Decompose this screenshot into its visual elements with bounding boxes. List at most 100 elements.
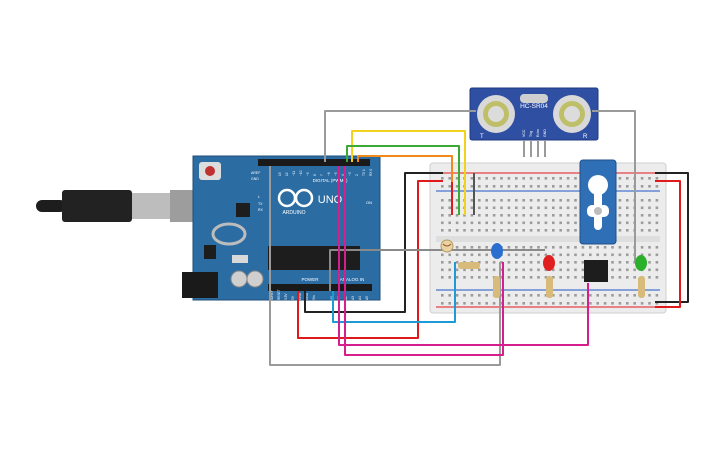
breadboard-hole (611, 268, 614, 272)
breadboard-hole (559, 221, 562, 225)
breadboard-hole (470, 253, 474, 257)
analog-pin-label-4: A4 (358, 296, 362, 300)
breadboard-hole (544, 246, 548, 249)
breadboard-hole (522, 294, 525, 297)
breadboard-hole (448, 253, 451, 257)
led-blue (491, 243, 503, 259)
breadboard-hole (559, 246, 562, 249)
breadboard-hole (500, 221, 503, 225)
breadboard-hole (544, 185, 548, 188)
breadboard-hole (648, 229, 651, 232)
breadboard-hole (441, 229, 444, 232)
breadboard-hole (448, 185, 451, 188)
digital-pin-label-13: RX 0 (369, 169, 373, 176)
breadboard-hole (522, 261, 525, 264)
breadboard-hole (515, 221, 518, 225)
breadboard-hole (441, 185, 444, 188)
breadboard-hole (648, 294, 651, 297)
breadboard-hole (441, 268, 444, 272)
breadboard-hole (544, 302, 548, 305)
wire-black-right (655, 172, 689, 303)
breadboard-hole (552, 276, 555, 279)
breadboard-hole (618, 253, 622, 257)
breadboard-hole (566, 229, 570, 232)
breadboard-hole (455, 276, 459, 279)
breadboard-hole (655, 253, 659, 257)
breadboard-hole (441, 294, 444, 297)
breadboard-hole (529, 276, 533, 279)
breadboard-hole (500, 177, 503, 180)
breadboard-hole (455, 246, 459, 249)
breadboard-hole (478, 246, 481, 249)
breadboard-hole (485, 261, 488, 264)
breadboard-hole (537, 253, 540, 257)
breadboard-hole (515, 177, 518, 180)
breadboard-hole (648, 246, 651, 249)
breadboard-hole (633, 294, 636, 297)
breadboard-hole (566, 214, 570, 217)
breadboard-hole (470, 177, 474, 180)
digital-pin-label-12: TX 1 (362, 169, 366, 176)
breadboard-hole (507, 206, 511, 210)
breadboard-hole (655, 185, 659, 188)
breadboard-hole (552, 246, 555, 249)
breadboard-hole (515, 185, 518, 188)
breadboard-hole (626, 294, 629, 297)
breadboard-hole (640, 206, 644, 210)
breadboard-hole (470, 294, 474, 297)
breadboard-hole (574, 253, 577, 257)
wires (269, 110, 689, 366)
breadboard-hole (618, 294, 622, 297)
breadboard-hole (515, 302, 518, 305)
breadboard-hole (507, 221, 511, 225)
breadboard-hole (485, 246, 488, 249)
breadboard-hole (611, 302, 614, 305)
breadboard-hole (581, 253, 585, 257)
tx-label: TX (258, 202, 263, 206)
breadboard-hole (640, 302, 644, 305)
resistor-1 (458, 262, 480, 269)
digital-pin-label-4: ~9 (306, 172, 310, 176)
breadboard-hole (655, 246, 659, 249)
digital-pin-label-1: 12 (285, 172, 289, 176)
breadboard-hole (441, 221, 444, 225)
breadboard-hole (515, 261, 518, 264)
digital-pin-label-6: 7 (320, 174, 324, 176)
breadboard-hole (470, 302, 474, 305)
resistor-3 (546, 276, 553, 298)
power-pin-label-5: GND (305, 292, 309, 300)
breadboard-hole (448, 268, 451, 272)
breadboard-hole (574, 268, 577, 272)
breadboard-hole (559, 199, 562, 202)
breadboard-hole (529, 177, 533, 180)
breadboard-hole (478, 302, 481, 305)
reset-button[interactable] (205, 166, 215, 176)
digital-pin-label-7: ~6 (327, 172, 331, 176)
digital-pin-label-5: 8 (313, 174, 317, 176)
breadboard-hole (574, 206, 577, 210)
breadboard-hole (626, 302, 629, 305)
breadboard-hole (522, 214, 525, 217)
leds (491, 243, 647, 271)
breadboard-hole (552, 302, 555, 305)
breadboard-hole (552, 214, 555, 217)
breadboard-hole (618, 268, 622, 272)
breadboard-hole (485, 276, 488, 279)
analog-pin-label-3: A3 (351, 296, 355, 300)
breadboard-hole (529, 268, 533, 272)
breadboard-hole (618, 261, 622, 264)
breadboard-hole (500, 185, 503, 188)
breadboard-hole (626, 229, 629, 232)
breadboard-hole (500, 206, 503, 210)
breadboard-hole (448, 302, 451, 305)
breadboard-hole (515, 214, 518, 217)
breadboard-hole (529, 229, 533, 232)
breadboard-hole (478, 268, 481, 272)
breadboard-hole (559, 185, 562, 188)
breadboard-hole (655, 276, 659, 279)
breadboard-hole (485, 268, 488, 272)
